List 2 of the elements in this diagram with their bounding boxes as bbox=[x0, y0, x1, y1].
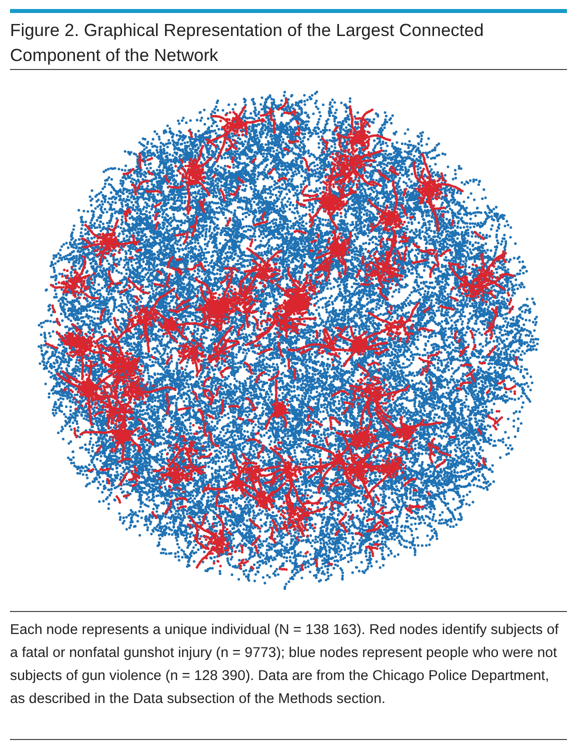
figure-caption: Each node represents a unique individual (N = 138 163). Red nodes identify subjects of a fatal or nonfatal gunshot injury (n = 9773); blue nodes represent people who were not subjects of gun violence (n = 128 390). Data are from the Chicago Police Department, as described in the Data subsection of the Methods section. bbox=[10, 621, 560, 709]
figure-title: Figure 2. Graphical Representation of the Largest Connected Component of the Network bbox=[10, 19, 485, 67]
